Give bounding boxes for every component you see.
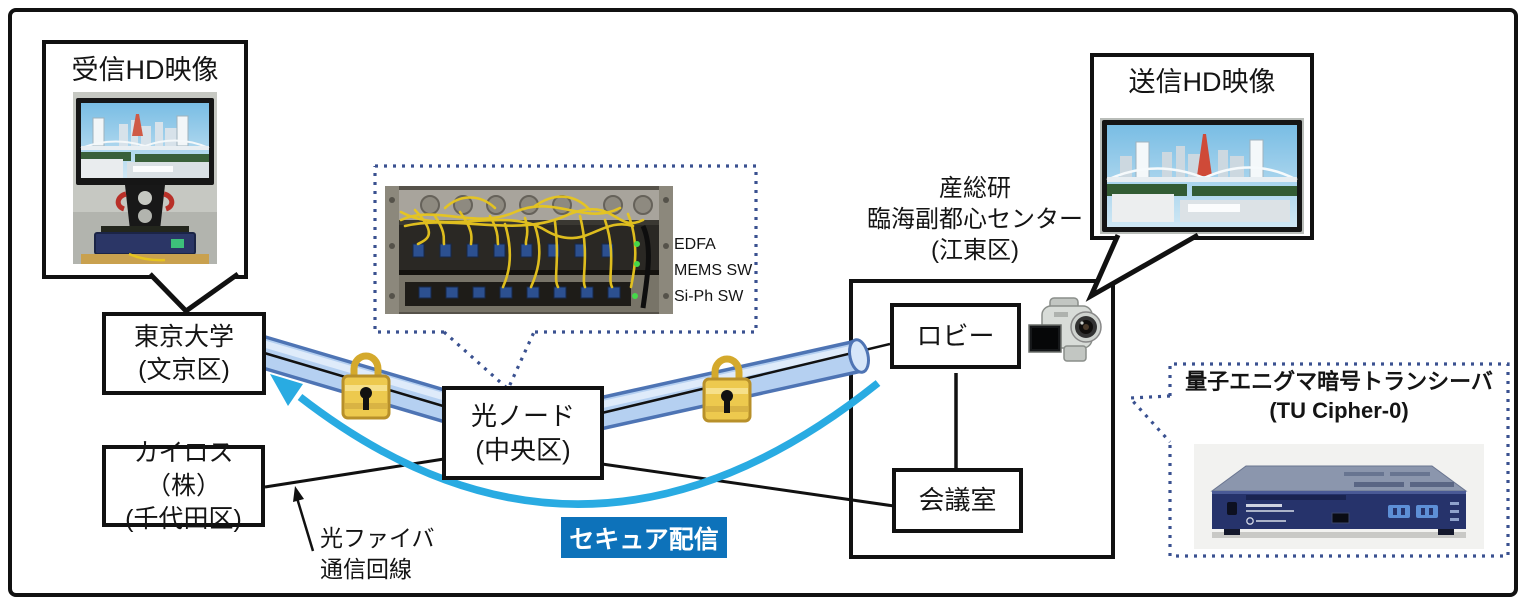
fiber-line-label: 光ファイバ 通信回線 — [320, 523, 435, 585]
node-tokyo-univ: 東京大学 (文京区) — [102, 312, 266, 395]
sent-video-photo — [1100, 118, 1304, 234]
secure-delivery-badge: セキュア配信 — [561, 517, 727, 558]
transceiver-photo — [1194, 444, 1484, 549]
node-optical-node: 光ノード (中央区) — [442, 386, 604, 480]
fiber-cables — [399, 195, 645, 289]
meeting-room-label: 会議室 — [918, 485, 997, 516]
optical-node-ward: (中央区) — [475, 435, 571, 465]
optical-node-name: 光ノード — [470, 400, 575, 431]
fiber-pointer-line — [295, 497, 315, 552]
figure-border — [8, 8, 1518, 597]
aist-center-label: 産総研 臨海副都心センター (江東区) — [828, 173, 1122, 267]
aist-line1: 産総研 — [939, 175, 1011, 202]
rack-label-siph: Si-Ph SW — [674, 288, 744, 305]
padlock-icon — [702, 355, 752, 423]
quantum-title-line: 量子エニグマ暗号トランシーバ — [1185, 369, 1493, 394]
tokyo-univ-name: 東京大学 — [133, 322, 234, 351]
secure-arrowhead — [270, 374, 303, 406]
tube-end-cap — [848, 338, 870, 374]
rack-callout-border — [373, 164, 758, 392]
aist-line2: 臨海副都心センター — [867, 206, 1083, 234]
secure-delivery-label: セキュア配信 — [569, 525, 719, 554]
tokyo-univ-ward: (文京区) — [138, 355, 230, 384]
quantum-subtitle-line: (TU Cipher-0) — [1269, 397, 1409, 423]
fiber-line-label-2: 通信回線 — [320, 556, 412, 583]
sent-video-title: 送信HD映像 — [1128, 67, 1276, 97]
quantum-transceiver-title: 量子エニグマ暗号トランシーバ (TU Cipher-0) — [1174, 368, 1504, 425]
rack-label-mems: MEMS SW — [674, 262, 753, 279]
node-meeting-room: 会議室 — [892, 468, 1023, 533]
fiber-pointer-arrowhead — [293, 486, 304, 502]
secure-arrow — [297, 380, 881, 508]
padlock-icon — [341, 352, 391, 420]
lobby-label: ロビー — [916, 320, 995, 351]
node-lobby: ロビー — [890, 303, 1021, 369]
node-meeting-line — [601, 462, 895, 508]
kairos-ward: (千代田区) — [125, 504, 242, 533]
rack-equipment-labels: EDFA MEMS SW Si-Ph SW — [674, 232, 752, 310]
node-kairos: カイロス（株） (千代田区) — [102, 439, 265, 533]
video-camera-icon — [1028, 297, 1102, 362]
rack-label-edfa: EDFA — [674, 236, 716, 253]
received-video-photo — [73, 92, 217, 264]
fiber-line-label-1: 光ファイバ — [320, 525, 435, 551]
aist-line3: (江東区) — [931, 237, 1019, 265]
quantum-callout-border — [1126, 362, 1510, 558]
kairos-node-line — [264, 457, 445, 489]
optical-node-rack-photo — [385, 186, 673, 314]
received-video-title: 受信HD映像 — [71, 55, 219, 85]
kairos-name: カイロス（株） — [133, 438, 234, 500]
